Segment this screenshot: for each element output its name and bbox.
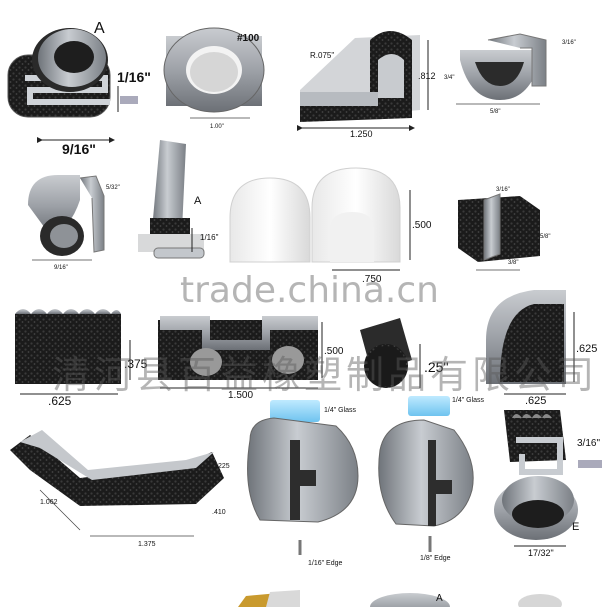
p10-height-label: .500 xyxy=(324,346,344,357)
p7-height-label: .500 xyxy=(412,220,432,231)
product-square-seal-clip xyxy=(458,193,540,271)
product-quarter-round xyxy=(486,290,575,395)
product-u-channel-bulb xyxy=(456,33,547,105)
p3-width-label: 1.250 xyxy=(350,129,373,139)
product-side-bulb-clip xyxy=(28,175,105,261)
watermark-company: 清河县百益橡塑制品有限公司 xyxy=(52,353,599,397)
p5-gap-label: 5/32" xyxy=(106,185,120,191)
p16-gap-label: 3/16" xyxy=(577,438,600,449)
product-glass-seal-a xyxy=(247,400,359,555)
p1-width-label: 9/16" xyxy=(62,141,96,157)
p10-width-label: 1.500 xyxy=(228,390,253,401)
p13-d4-label: 1.375 xyxy=(138,541,156,548)
p5-width-label: 9/16" xyxy=(54,265,68,271)
p18-letter-label: A xyxy=(436,593,443,604)
p16-letter-label: E xyxy=(572,521,579,533)
p16-width-label: 17/32" xyxy=(528,548,554,558)
watermark-site: trade.china.cn xyxy=(180,270,439,311)
p14-glass-label: 1/4" Glass xyxy=(324,407,357,414)
p4-height-label: 3/4" xyxy=(444,75,454,81)
product-glass-seal-b xyxy=(378,396,474,552)
p1-thickness-label: 1/16" xyxy=(117,69,151,85)
p2-part-number: #100 xyxy=(237,33,260,44)
product-partial-gold-trim xyxy=(238,590,300,607)
p4-width-label: 5/8" xyxy=(490,109,500,115)
p9-width-label: .625 xyxy=(48,394,72,408)
p12-width-label: .625 xyxy=(525,395,546,407)
product-bulb-edge-trim xyxy=(7,28,138,143)
p8-width-label: 3/8" xyxy=(508,260,518,266)
p4-gap-label: 3/16" xyxy=(562,40,576,46)
p2-dim-label: 1.00" xyxy=(210,124,224,130)
product-ribbed-block xyxy=(15,309,131,395)
product-double-hollow xyxy=(158,316,323,389)
p15-edge-label: 1/8" Edge xyxy=(420,555,451,562)
p15-glass-label: 1/4" Glass xyxy=(452,397,485,404)
p3-height-label: .812 xyxy=(418,71,436,81)
product-partial-bottom xyxy=(370,593,562,607)
p7-width-label: .750 xyxy=(362,274,382,285)
p9-height-label: .375 xyxy=(124,357,148,371)
p13-d3-label: .410 xyxy=(212,509,226,516)
p3-radius-label: R.075" xyxy=(310,51,334,60)
product-angled-strip xyxy=(10,430,224,537)
p6-dim-label: 1/16" xyxy=(200,233,219,242)
p13-d1-label: .225 xyxy=(216,463,230,470)
p12-height-label: .625 xyxy=(576,343,597,355)
product-flap-seal-bulb xyxy=(297,31,429,131)
product-round-cord xyxy=(360,318,421,388)
p11-dim-label: .25" xyxy=(424,359,448,375)
product-bulb-trim-e xyxy=(494,410,602,547)
product-tube-100 xyxy=(163,27,265,119)
p8-height-label: 5/8" xyxy=(540,234,550,240)
p8-gap-label: 3/16" xyxy=(496,187,510,193)
p6-letter-label: A xyxy=(194,195,202,207)
product-white-double-d xyxy=(229,167,411,271)
p13-d2-label: 1.062 xyxy=(40,499,58,506)
p1-letter-label: A xyxy=(94,20,105,37)
product-fin-on-clip xyxy=(138,140,205,259)
p14-edge-label: 1/16" Edge xyxy=(308,560,343,567)
